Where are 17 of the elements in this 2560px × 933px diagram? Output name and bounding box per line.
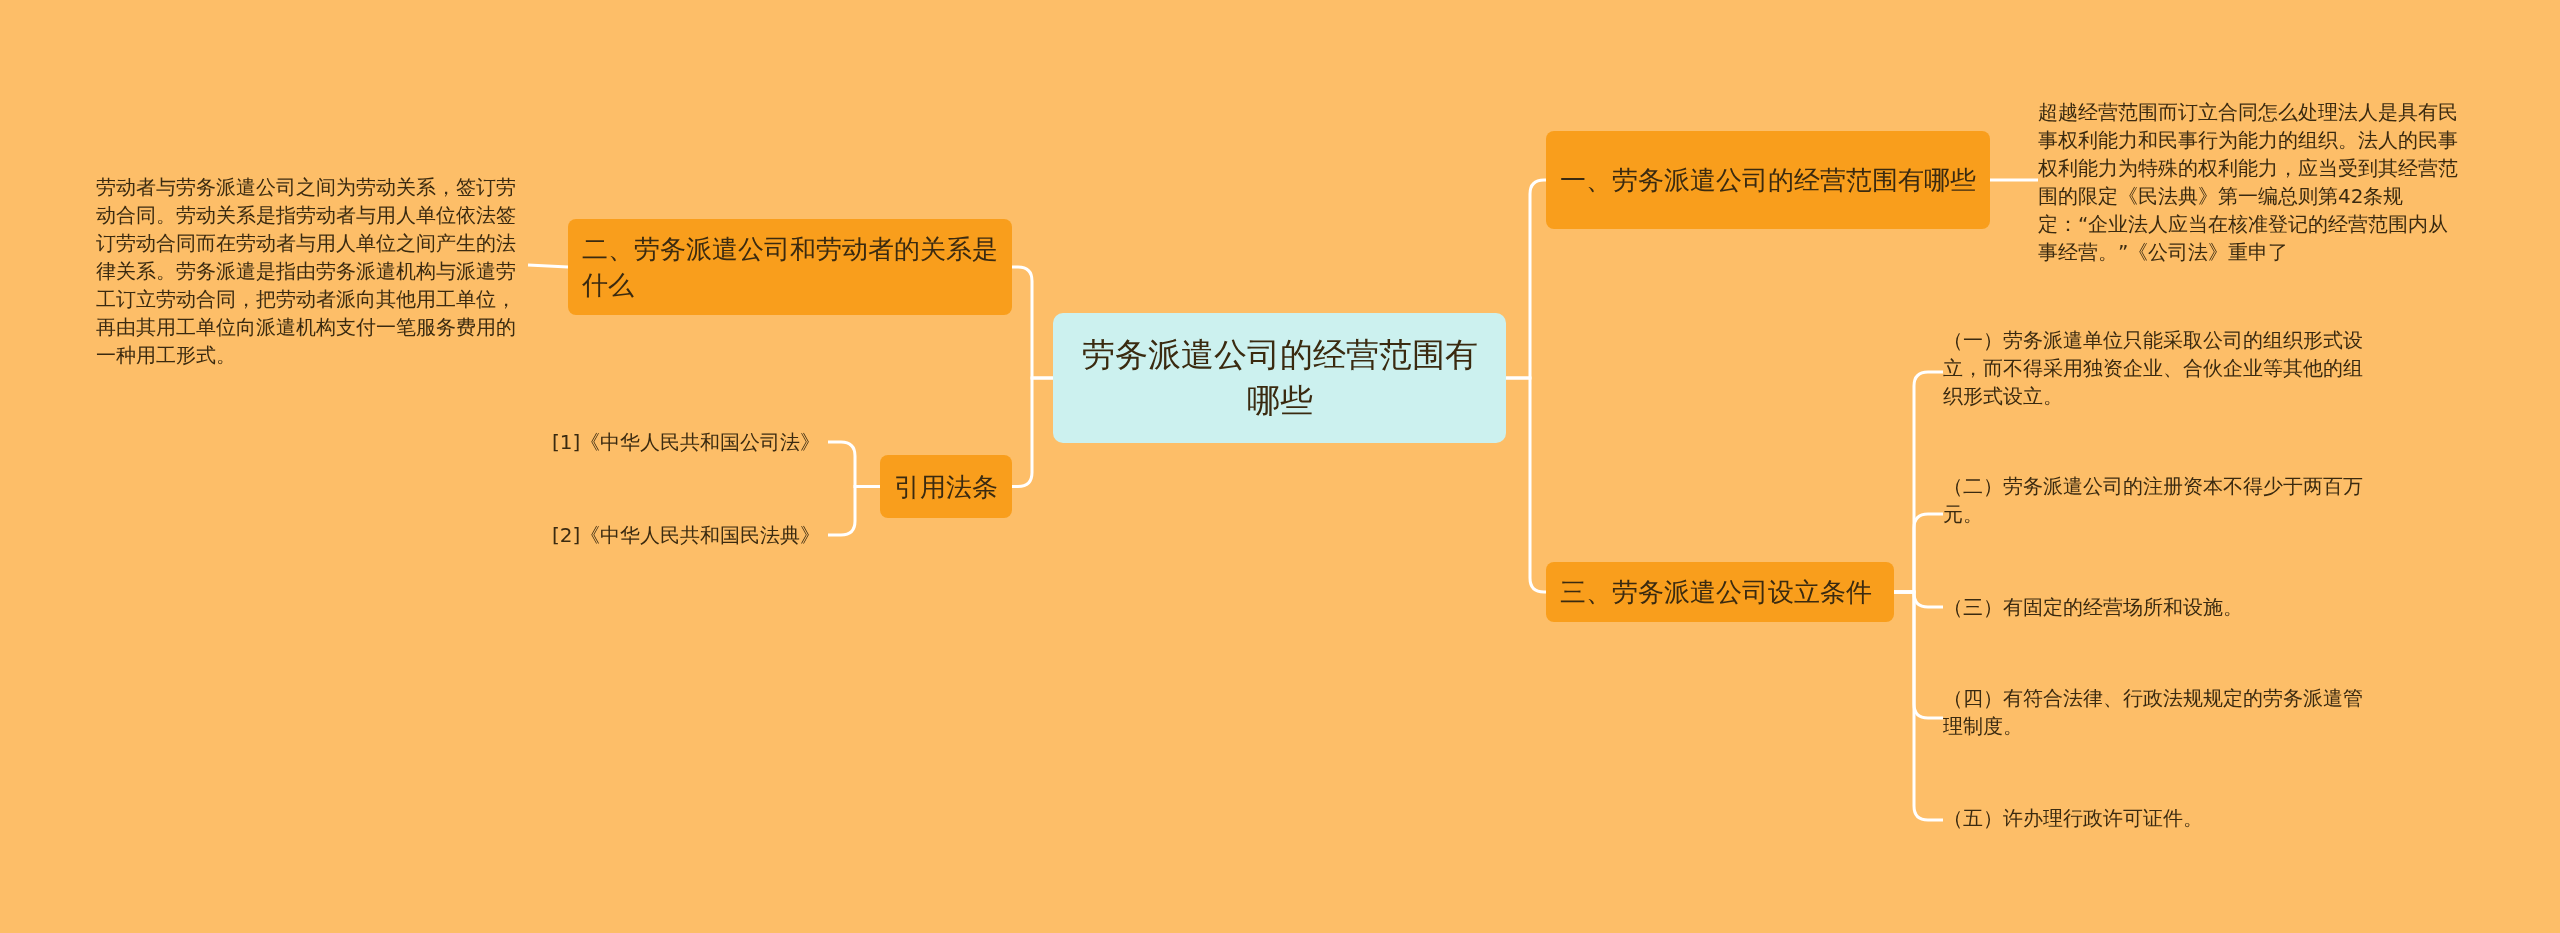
note-text: （四）有符合法律、行政法规规定的劳务派遣管理制度。 bbox=[1943, 684, 2373, 740]
citation-text: [1]《中华人民共和国公司法》 bbox=[552, 429, 828, 455]
connector-line bbox=[1990, 178, 2038, 182]
branch-box: 一、劳务派遣公司的经营范围有哪些 bbox=[1546, 131, 1990, 229]
note-text: （三）有固定的经营场所和设施。 bbox=[1943, 593, 2373, 621]
branch-box: 二、劳务派遣公司和劳动者的关系是什么 bbox=[568, 219, 1012, 315]
connector-line bbox=[527, 263, 569, 269]
note-text: （二）劳务派遣公司的注册资本不得少于两百万元。 bbox=[1943, 472, 2373, 528]
connector-line bbox=[828, 485, 880, 537]
branch-box: 三、劳务派遣公司设立条件 bbox=[1546, 562, 1894, 622]
note-text: （五）许办理行政许可证件。 bbox=[1943, 804, 2373, 832]
note-text: 劳动者与劳务派遣公司之间为劳动关系，签订劳动合同。劳动关系是指劳动者与用人单位依法签订劳动合同而在劳动者与用人单位之间产生的法律关系。劳务派遣是指由劳务派遣机构与派遣劳工订立劳动合同，把劳动者派向其他用工单位，再由其用工单位向派遣机构支付一笔服务费用的一种用工形式。 bbox=[96, 173, 528, 369]
note-text: （一）劳务派遣单位只能采取公司的组织形式设立，而不得采用独资企业、合伙企业等其他的组织形式设立。 bbox=[1943, 326, 2373, 410]
note-text: 超越经营范围而订立合同怎么处理法人是具有民事权利能力和民事行为能力的组织。法人的民事权利能力为特殊的权利能力，应当受到其经营范围的限定《民法典》第一编总则第42条规定：“企业法人应当在核准登记的经营范围内从事经营。”《公司法》重申了 bbox=[2038, 98, 2468, 268]
topic-box: 劳务派遣公司的经营范围有哪些 bbox=[1053, 313, 1506, 443]
citation-text: [2]《中华人民共和国民法典》 bbox=[552, 522, 828, 548]
branch-box: 引用法条 bbox=[880, 455, 1012, 518]
